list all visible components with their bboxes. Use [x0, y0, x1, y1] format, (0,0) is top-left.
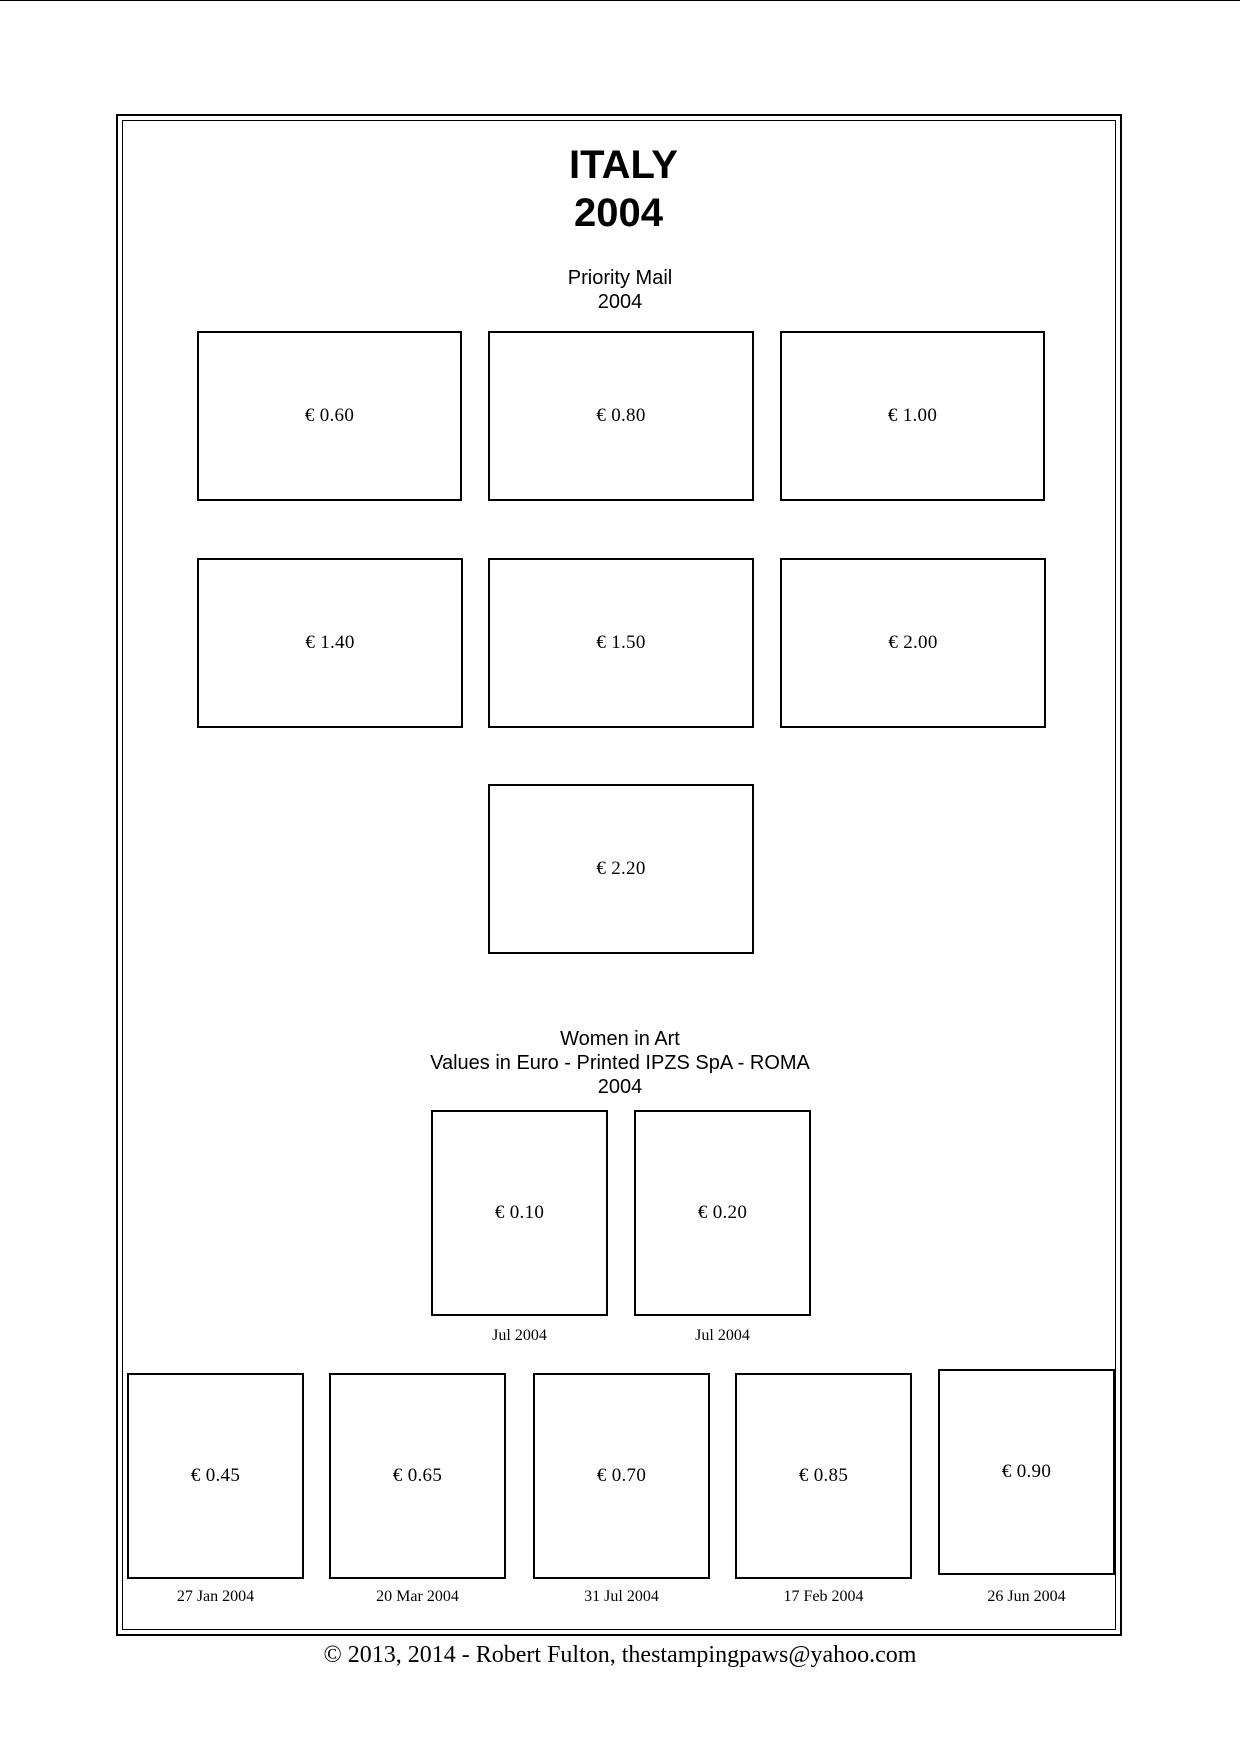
stamp-issue-date: 27 Jan 2004	[176, 1588, 255, 1605]
stamp-issue-date: Jul 2004	[492, 1327, 547, 1344]
stamp-value: € 1.50	[596, 632, 646, 653]
priority-mail-title: Priority Mail	[567, 267, 673, 289]
page-title: ITALY	[569, 143, 678, 187]
page-border-inner	[122, 120, 1116, 1630]
stamp-space: € 0.20	[634, 1110, 811, 1316]
page-border-outer	[116, 114, 1122, 1636]
stamp-space: € 0.85	[735, 1373, 912, 1579]
stamp-issue-date: Jul 2004	[695, 1327, 750, 1344]
stamp-value: € 0.85	[798, 1465, 849, 1486]
stamp-space: € 0.60	[197, 331, 462, 501]
stamp-issue-date: 17 Feb 2004	[783, 1588, 864, 1605]
stamp-space: € 0.10	[431, 1110, 608, 1316]
stamp-value: € 2.20	[596, 858, 646, 879]
stamp-space: € 0.80	[488, 331, 754, 501]
stamp-value: € 0.65	[392, 1465, 443, 1486]
stamp-space: € 2.00	[780, 558, 1046, 728]
stamp-space: € 2.20	[488, 784, 754, 954]
page-year: 2004	[574, 191, 663, 235]
stamp-value: € 2.00	[888, 632, 938, 653]
copyright-footer: © 2013, 2014 - Robert Fulton, thestampin…	[323, 1642, 917, 1668]
stamp-value: € 0.90	[1001, 1461, 1052, 1482]
top-rule	[0, 0, 1240, 1]
stamp-value: € 1.40	[305, 632, 355, 653]
stamp-space: € 0.45	[127, 1373, 304, 1579]
stamp-space: € 0.70	[533, 1373, 710, 1579]
stamp-value: € 0.45	[190, 1465, 241, 1486]
stamp-space: € 0.90	[938, 1369, 1115, 1575]
stamp-issue-date: 20 Mar 2004	[376, 1588, 459, 1605]
stamp-space: € 1.50	[488, 558, 754, 728]
stamp-space: € 1.00	[780, 331, 1045, 501]
stamp-value: € 0.20	[697, 1202, 748, 1223]
women-in-art-title: Women in Art	[560, 1028, 680, 1050]
stamp-space: € 1.40	[197, 558, 463, 728]
stamp-value: € 0.10	[494, 1202, 545, 1223]
women-in-art-subtitle: Values in Euro - Printed IPZS SpA - ROMA	[430, 1052, 810, 1074]
priority-mail-year: 2004	[597, 291, 643, 313]
stamp-value: € 0.70	[596, 1465, 647, 1486]
stamp-issue-date: 26 Jun 2004	[987, 1588, 1066, 1605]
stamp-value: € 1.00	[887, 405, 938, 426]
stamp-value: € 0.60	[304, 405, 355, 426]
stamp-issue-date: 31 Jul 2004	[584, 1588, 659, 1605]
stamp-value: € 0.80	[596, 405, 646, 426]
women-in-art-year: 2004	[597, 1076, 643, 1098]
stamp-space: € 0.65	[329, 1373, 506, 1579]
